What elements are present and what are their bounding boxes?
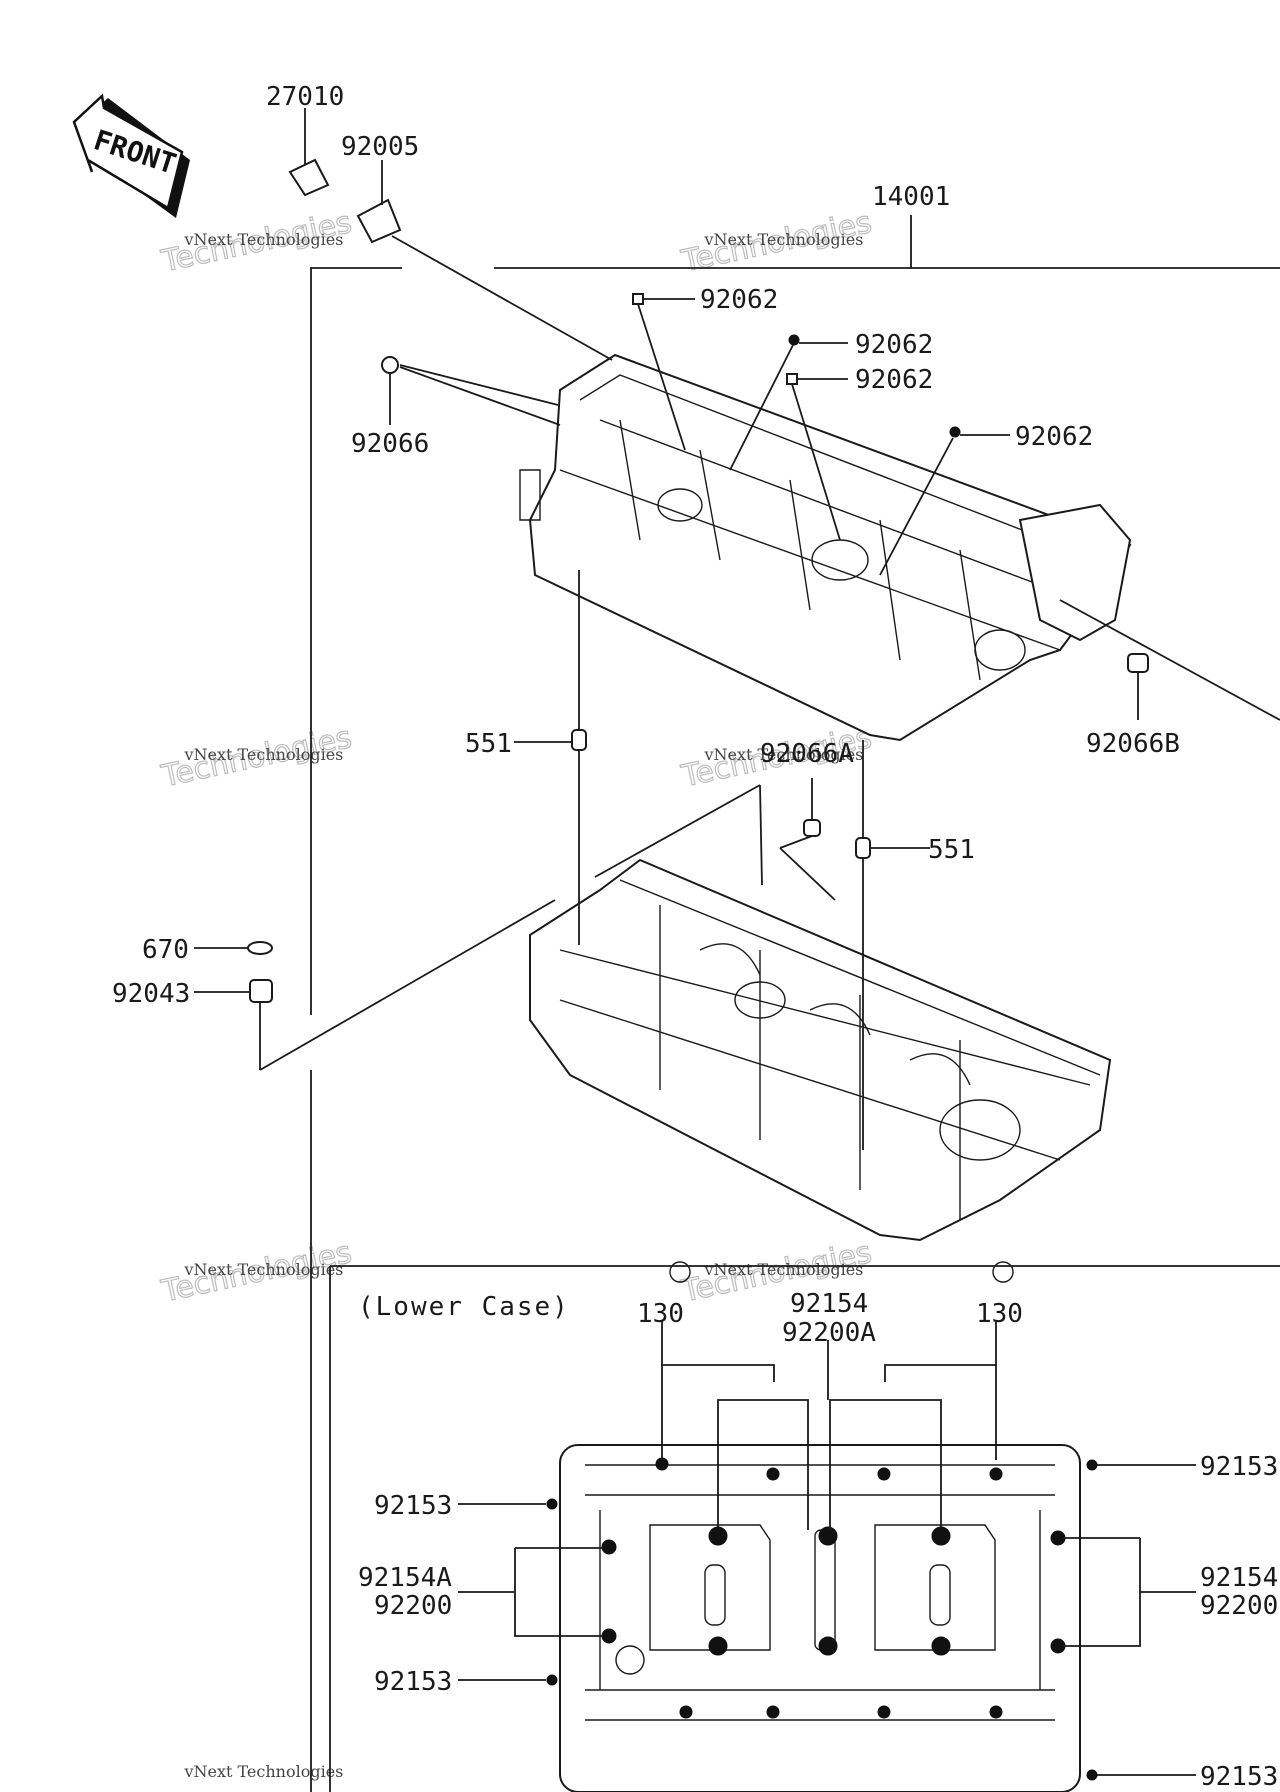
part-label-130: 130 xyxy=(637,1299,684,1329)
part-label-92153: 92153 xyxy=(1200,1452,1278,1482)
part-label-92154: 92154 xyxy=(790,1289,868,1319)
watermark-text: vNext Technologies xyxy=(183,1260,343,1279)
lower-case-bottom-view xyxy=(546,1261,1098,1792)
watermark-text: vNext Technologies xyxy=(703,1260,863,1279)
part-label-92062: 92062 xyxy=(700,285,778,315)
small-parts xyxy=(247,158,1149,1003)
part-label-92154: 92154 xyxy=(1200,1563,1278,1593)
front-arrow-badge: FRONT xyxy=(72,93,190,218)
lower-case-note: (Lower Case) xyxy=(358,1292,570,1322)
watermark-text: vNext Technologies xyxy=(183,230,343,249)
part-label-92043: 92043 xyxy=(112,979,190,1009)
part-label-92200: 92200 xyxy=(374,1591,452,1621)
part-labels: 27010 92005 14001 92062 92062 92062 9206… xyxy=(112,82,1278,1792)
part-label-92066: 92066 xyxy=(351,429,429,459)
watermark-text: vNext Technologies xyxy=(183,1762,343,1781)
leader-lines xyxy=(194,108,1280,1776)
frame-lines xyxy=(310,215,1280,1792)
watermark-text: vNext Technologies xyxy=(703,745,863,764)
part-label-92153: 92153 xyxy=(1200,1762,1278,1792)
part-label-670: 670 xyxy=(142,935,189,965)
part-label-130: 130 xyxy=(976,1299,1023,1329)
part-label-14001: 14001 xyxy=(872,182,950,212)
part-label-92062: 92062 xyxy=(1015,422,1093,452)
part-label-92200A: 92200A xyxy=(782,1318,876,1348)
part-label-92062: 92062 xyxy=(855,365,933,395)
part-label-92005: 92005 xyxy=(341,132,419,162)
watermark-text: vNext Technologies xyxy=(703,230,863,249)
upper-crankcase xyxy=(519,353,1132,742)
lower-crankcase xyxy=(529,858,1112,1242)
part-label-92066A: 92066A xyxy=(760,739,854,769)
part-label-27010: 27010 xyxy=(266,82,344,112)
watermark-text: vNext Technologies xyxy=(183,745,343,764)
part-label-92066B: 92066B xyxy=(1086,729,1180,759)
part-label-551: 551 xyxy=(465,729,512,759)
part-label-92153: 92153 xyxy=(374,1491,452,1521)
part-label-92200: 92200 xyxy=(1200,1591,1278,1621)
part-label-92153: 92153 xyxy=(374,1667,452,1697)
part-label-92062: 92062 xyxy=(855,330,933,360)
part-label-551: 551 xyxy=(928,835,975,865)
part-label-92154A: 92154A xyxy=(358,1563,452,1593)
